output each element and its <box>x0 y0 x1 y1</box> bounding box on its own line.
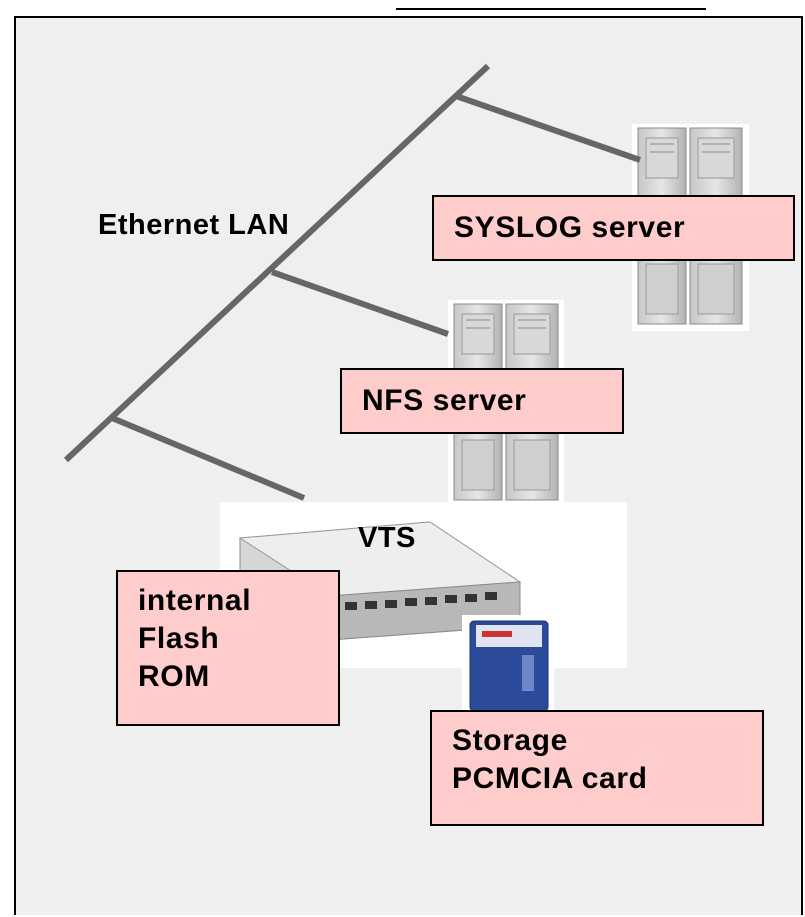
storage-line-2: PCMCIA card <box>452 762 648 795</box>
pcmcia-card-icon <box>462 615 554 715</box>
syslog-server-label: SYSLOG server <box>432 195 795 261</box>
branch-to-syslog <box>455 93 641 163</box>
vts-label: VTS <box>358 522 416 554</box>
nfs-server-label: NFS server <box>340 368 624 434</box>
storage-pcmcia-label: Storage PCMCIA card <box>430 710 764 826</box>
flash-rom-line-1: internal <box>138 584 252 617</box>
flash-rom-label: internal Flash ROM <box>116 570 340 726</box>
storage-line-1: Storage <box>452 724 568 757</box>
flash-rom-line-2: Flash <box>138 622 220 655</box>
ethernet-lan-label: Ethernet LAN <box>98 209 290 241</box>
nfs-server-label-text: NFS server <box>362 384 527 417</box>
branch-to-vts <box>110 415 306 501</box>
syslog-server-label-text: SYSLOG server <box>454 211 686 244</box>
syslog-server-icon <box>632 124 749 331</box>
flash-rom-line-3: ROM <box>138 660 210 693</box>
lan-backbone <box>63 63 491 463</box>
top-rule <box>396 8 706 10</box>
branch-to-nfs <box>271 269 449 337</box>
